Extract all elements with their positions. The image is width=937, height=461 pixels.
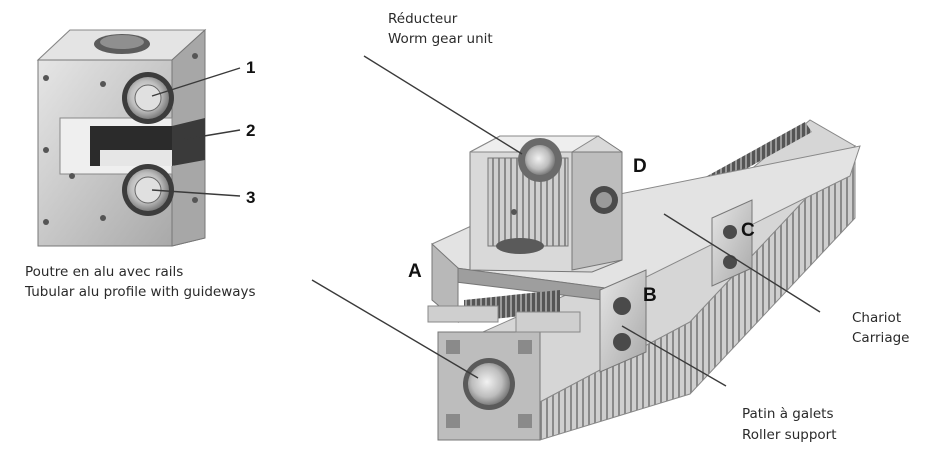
number-3: 3 xyxy=(246,188,255,207)
beam-label-en: Tubular alu profile with guideways xyxy=(24,284,256,300)
leader-2 xyxy=(179,129,241,141)
worm-gear-label-en: Worm gear unit xyxy=(388,31,493,47)
number-1: 1 xyxy=(246,58,255,77)
carriage-label-fr: Chariot xyxy=(852,310,901,326)
letter-a: A xyxy=(408,261,422,282)
number-2: 2 xyxy=(246,121,255,140)
leader-roller-support xyxy=(621,325,727,387)
leader-beam xyxy=(311,279,479,379)
worm-gear-label-fr: Réducteur xyxy=(388,11,458,27)
letter-b: B xyxy=(643,285,657,306)
leader-carriage xyxy=(663,213,821,313)
beam-label-fr: Poutre en alu avec rails xyxy=(25,264,183,280)
letter-c: C xyxy=(741,220,755,241)
leader-3 xyxy=(151,189,241,197)
roller-block-detail: 1 2 3 xyxy=(36,28,255,247)
leader-1 xyxy=(151,67,241,97)
roller-label-fr: Patin à galets xyxy=(742,406,834,422)
roller-label-en: Roller support xyxy=(742,427,837,443)
carriage-label-en: Carriage xyxy=(852,330,909,346)
linear-actuator-illustration xyxy=(427,119,861,441)
letter-d: D xyxy=(633,156,647,177)
leader-worm-gear xyxy=(363,55,523,155)
